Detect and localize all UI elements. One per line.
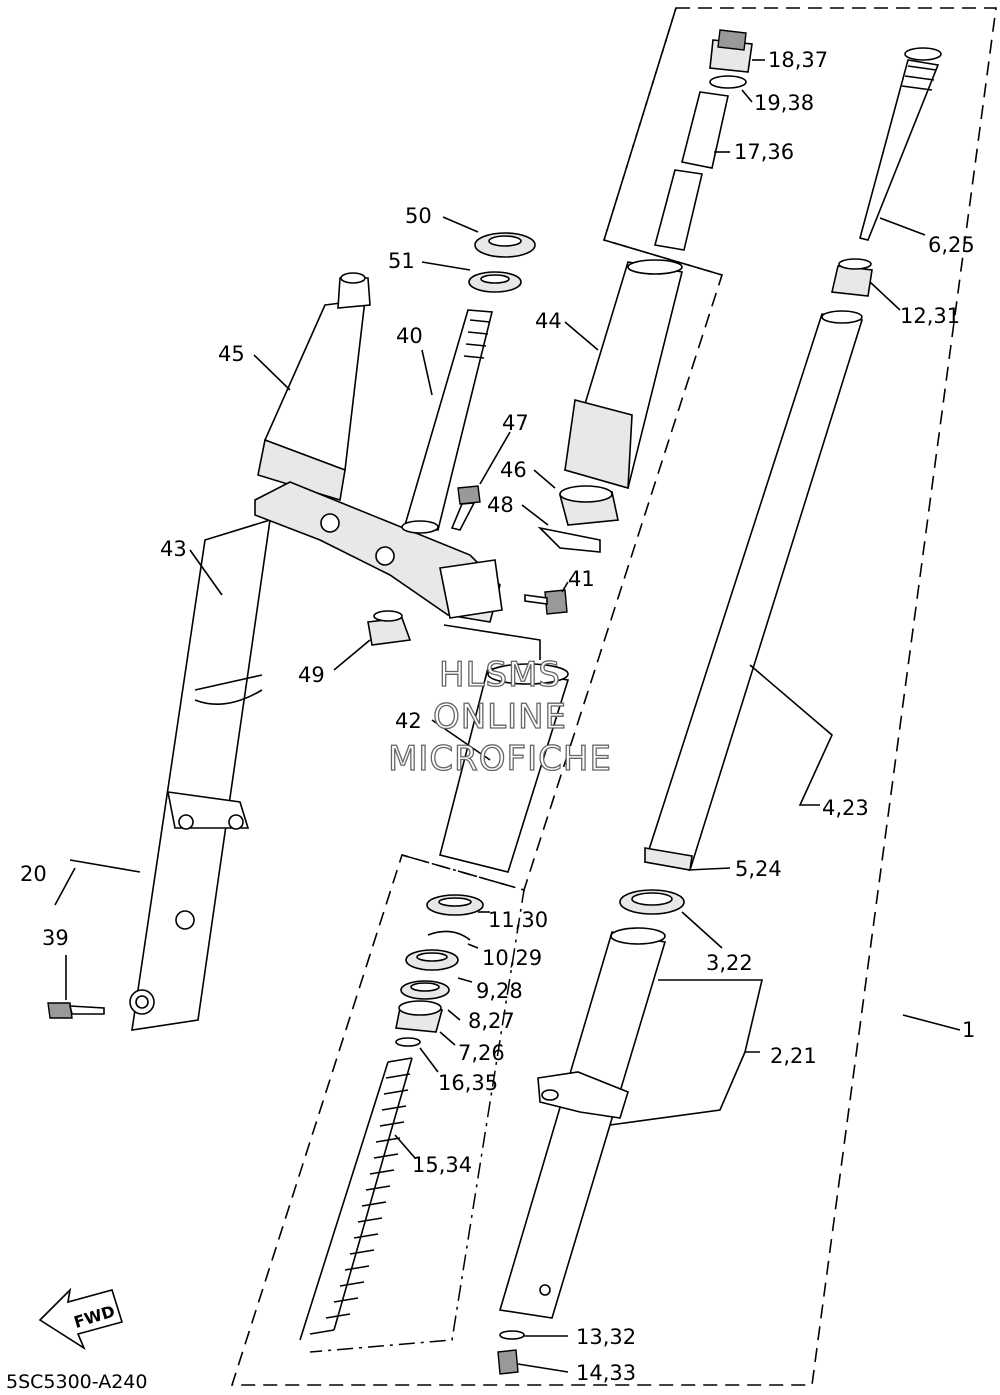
callout-40: 40 <box>396 324 423 348</box>
callout-3-22: 3,22 <box>706 951 753 975</box>
callout-labels: 18,37 19,38 17,36 6,25 12,31 50 51 44 40… <box>20 48 975 1385</box>
fork-spring <box>309 1057 413 1335</box>
clip-10-29 <box>427 930 471 941</box>
callout-1: 1 <box>962 1018 975 1042</box>
watermark-line-3: MICROFICHE <box>388 739 612 779</box>
callout-41: 41 <box>568 567 595 591</box>
callout-16-35: 16,35 <box>438 1071 498 1095</box>
callout-6-25: 6,25 <box>928 233 975 257</box>
callout-13-32: 13,32 <box>576 1325 636 1349</box>
callout-45: 45 <box>218 342 245 366</box>
drain-washer <box>499 1330 525 1340</box>
callout-50: 50 <box>405 204 432 228</box>
left-fork-cover <box>263 299 366 472</box>
spacer-lower <box>654 169 703 251</box>
inner-tube <box>643 313 864 871</box>
outer-tube <box>498 931 667 1319</box>
o-ring <box>709 75 747 89</box>
callout-18-37: 18,37 <box>768 48 828 72</box>
damper-group <box>299 663 570 1341</box>
callout-9-28: 9,28 <box>476 979 523 1003</box>
top-bracket-clamp <box>439 559 503 619</box>
callout-5-24: 5,24 <box>735 857 782 881</box>
group-boundary-outer <box>230 7 997 1386</box>
fwd-arrow-icon: FWD <box>38 1287 124 1351</box>
callout-51: 51 <box>388 249 415 273</box>
callout-12-31: 12,31 <box>900 304 960 328</box>
diagram-code: 5SC5300-A240 <box>6 1371 147 1393</box>
callout-19-38: 19,38 <box>754 91 814 115</box>
watermark: HLSMS ONLINE MICROFICHE <box>387 654 612 779</box>
damper-rod <box>859 59 940 241</box>
group-boundary-damper <box>309 854 525 1353</box>
watermark-line-2: ONLINE <box>433 697 567 737</box>
watermark-line-1: HLSMS <box>439 655 561 695</box>
callout-47: 47 <box>502 411 529 435</box>
callout-7-26: 7,26 <box>458 1041 505 1065</box>
washer-16-35 <box>395 1037 421 1047</box>
callout-11-30: 11,30 <box>488 908 548 932</box>
top-hardware <box>367 232 619 660</box>
spacer-upper <box>681 91 729 169</box>
left-fork-assembly <box>129 272 501 1031</box>
callout-43: 43 <box>160 537 187 561</box>
callout-44: 44 <box>535 309 562 333</box>
callout-39: 39 <box>42 926 69 950</box>
callout-20: 20 <box>20 862 47 886</box>
bolt-39 <box>47 1002 73 1019</box>
bolt-47 <box>457 485 481 505</box>
right-fork-assembly <box>497 47 942 1375</box>
callout-14-33: 14,33 <box>576 1361 636 1385</box>
callout-10-29: 10,29 <box>482 946 542 970</box>
left-outer-tube <box>131 518 271 1031</box>
callout-4-23: 4,23 <box>822 796 869 820</box>
outer-tube-bracket <box>537 1071 629 1119</box>
callout-15-34: 15,34 <box>412 1153 472 1177</box>
callout-8-27: 8,27 <box>468 1009 515 1033</box>
callout-2-21: 2,21 <box>770 1044 817 1068</box>
callout-46: 46 <box>500 458 527 482</box>
callout-17-36: 17,36 <box>734 140 794 164</box>
damper-rod-seat <box>831 265 873 297</box>
bolt-41 <box>544 589 568 615</box>
drain-bolt <box>497 1349 519 1375</box>
callout-48: 48 <box>487 493 514 517</box>
callout-42: 42 <box>395 709 422 733</box>
leader-lines <box>54 59 961 1373</box>
upper-cover-and-cap <box>563 29 753 490</box>
nut-49 <box>367 617 412 646</box>
lock-washer <box>537 526 601 553</box>
callout-49: 49 <box>298 663 325 687</box>
group-boundary-cap <box>602 7 723 276</box>
steering-shaft <box>403 309 494 531</box>
